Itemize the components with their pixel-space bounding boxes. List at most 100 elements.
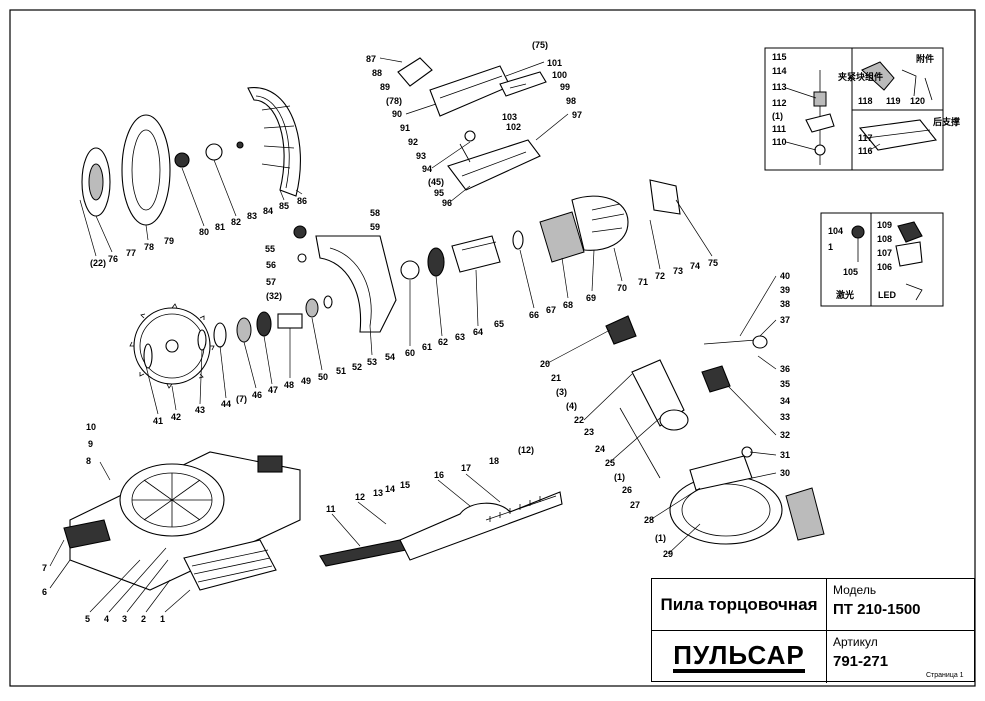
callout-p45: (45): [428, 177, 444, 187]
callout-57: 57: [266, 277, 276, 287]
callout-85: 85: [279, 201, 289, 211]
callout-28: 28: [644, 515, 654, 525]
model-label: Модель: [833, 583, 877, 597]
callout-52: 52: [352, 362, 362, 372]
inset-accessories-title: 附件: [916, 53, 934, 64]
callout-62: 62: [438, 337, 448, 347]
callout-67: 67: [546, 305, 556, 315]
callout-23: 23: [584, 427, 594, 437]
callout-71: 71: [638, 277, 648, 287]
callout-55: 55: [265, 244, 275, 254]
callout-94: 94: [422, 164, 432, 174]
inset-laser-title: 激光: [836, 289, 854, 300]
callout-p4: (4): [566, 401, 577, 411]
motor-group: [400, 179, 681, 280]
callout-6: 6: [42, 587, 47, 597]
callout-9: 9: [88, 439, 93, 449]
base-table-group: [63, 451, 301, 591]
callout-108: 108: [877, 234, 892, 244]
callout-66: 66: [529, 310, 539, 320]
product-name: Пила торцовочная: [652, 579, 827, 631]
callout-84: 84: [263, 206, 273, 216]
callout-1-laser: 1: [828, 242, 833, 252]
callout-107: 107: [877, 248, 892, 258]
callout-91: 91: [400, 123, 410, 133]
callout-p32: (32): [266, 291, 282, 301]
callout-117: 117: [858, 133, 873, 143]
callout-110: 110: [772, 137, 787, 147]
callout-49: 49: [301, 376, 311, 386]
callout-4: 4: [104, 614, 109, 624]
callout-33: 33: [780, 412, 790, 422]
callout-115: 115: [772, 52, 787, 62]
model-cell: Модель ПТ 210-1500: [827, 579, 974, 631]
callout-114: 114: [772, 66, 787, 76]
callout-p78: (78): [386, 96, 402, 106]
page-number: Страница 1: [926, 672, 964, 679]
fence-group: [319, 491, 563, 567]
callout-40: 40: [780, 271, 790, 281]
callout-p3: (3): [556, 387, 567, 397]
leader-lines: [49, 57, 881, 613]
callout-26: 26: [622, 485, 632, 495]
callout-25: 25: [605, 458, 615, 468]
callout-106: 106: [877, 262, 892, 272]
callout-38: 38: [780, 299, 790, 309]
callout-56: 56: [266, 260, 276, 270]
callout-41: 41: [153, 416, 163, 426]
brand-logo-text: ПУЛЬСАР: [673, 642, 805, 673]
callout-34: 34: [780, 396, 790, 406]
callout-82: 82: [231, 217, 241, 227]
callout-98: 98: [566, 96, 576, 106]
callout-96: 96: [442, 198, 452, 208]
callout-p75: (75): [532, 40, 548, 50]
callout-120: 120: [910, 96, 925, 106]
article-value: 791-271: [833, 653, 889, 670]
callout-10: 10: [86, 422, 96, 432]
callout-12: 12: [355, 492, 365, 502]
brand-logo: ПУЛЬСАР: [652, 631, 827, 683]
callout-20: 20: [540, 359, 550, 369]
handle-group: [397, 57, 547, 191]
callout-17: 17: [461, 463, 471, 473]
callout-47: 47: [268, 385, 278, 395]
callout-61: 61: [422, 342, 432, 352]
callout-69: 69: [586, 293, 596, 303]
callout-p7: (7): [236, 394, 247, 404]
callout-105: 105: [843, 267, 858, 277]
callout-118: 118: [858, 96, 873, 106]
callout-78: 78: [144, 242, 154, 252]
inset-rear-support-title: 后支撑: [933, 116, 960, 127]
callout-89: 89: [380, 82, 390, 92]
callout-54: 54: [385, 352, 395, 362]
callout-102: 102: [506, 122, 521, 132]
callout-80: 80: [199, 227, 209, 237]
callout-p22: (22): [90, 258, 106, 268]
callout-1: 1: [160, 614, 165, 624]
saw-head-group: [293, 225, 397, 333]
callout-39: 39: [780, 285, 790, 295]
callout-24: 24: [595, 444, 605, 454]
callout-15: 15: [400, 480, 410, 490]
callout-44: 44: [221, 399, 231, 409]
callout-109: 109: [877, 220, 892, 230]
callout-83: 83: [247, 211, 257, 221]
callout-8: 8: [86, 456, 91, 466]
callout-70: 70: [617, 283, 627, 293]
callout-31: 31: [780, 450, 790, 460]
callout-46: 46: [252, 390, 262, 400]
callouts: 1 2 3 4 5 6 7 8 9 10 11 12 13 14 15 16 1…: [42, 40, 925, 624]
callout-p12: (12): [518, 445, 534, 455]
callout-93: 93: [416, 151, 426, 161]
callout-58: 58: [370, 208, 380, 218]
callout-p1-a: (1): [614, 472, 625, 482]
blade-group: [129, 295, 333, 389]
callout-75: 75: [708, 258, 718, 268]
callout-18: 18: [489, 456, 499, 466]
inset-led-title: LED: [878, 290, 897, 300]
callout-72: 72: [655, 271, 665, 281]
callout-116: 116: [858, 146, 873, 156]
callout-48: 48: [284, 380, 294, 390]
article-label: Артикул: [833, 635, 878, 649]
